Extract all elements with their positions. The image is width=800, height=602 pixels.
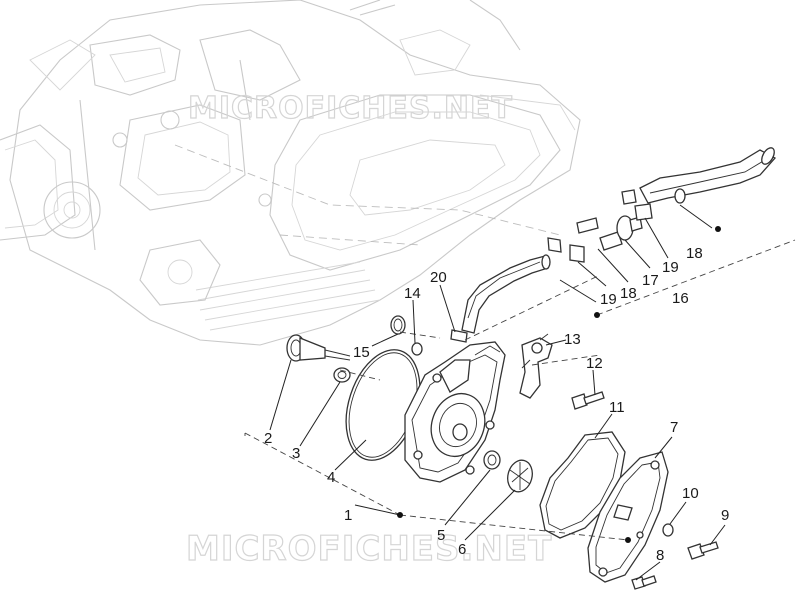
- ref-dot-16-upper: [715, 226, 721, 232]
- part-16-hose-lower: [461, 254, 551, 334]
- label-part-18-upper: 18: [686, 245, 703, 262]
- part-17-fitting: [576, 215, 643, 251]
- part-6-impeller: [507, 459, 533, 493]
- part-8-screw: [631, 575, 657, 590]
- part-5-bushing: [483, 450, 501, 470]
- label-part-3: 3: [292, 445, 300, 462]
- label-part-19-lower: 19: [600, 291, 617, 308]
- part-19-clamp-a: [569, 244, 585, 263]
- label-part-12: 12: [586, 355, 603, 372]
- part-10-washer: [662, 523, 674, 537]
- label-part-6: 6: [458, 541, 466, 558]
- label-part-9: 9: [721, 507, 729, 524]
- leader-lines: [269, 204, 726, 581]
- ref-dot-16-lower: [594, 312, 600, 318]
- part-1-pump-body: [404, 341, 506, 483]
- label-part-7: 7: [670, 419, 678, 436]
- engine-block-illustration: [0, 0, 581, 346]
- watermark-top: MICROFICHES.NET: [188, 91, 513, 126]
- label-part-8: 8: [656, 547, 664, 564]
- watermark-bottom: MICROFICHES.NET: [186, 529, 552, 569]
- label-part-1: 1: [344, 507, 352, 524]
- part-16-hose-upper: [639, 147, 777, 204]
- ref-dot-cover: [625, 537, 631, 543]
- part-14-ring: [411, 342, 423, 356]
- label-part-20: 20: [430, 269, 447, 286]
- part-12-bolt: [571, 391, 605, 410]
- part-2-shaft: [286, 334, 351, 362]
- part-11-gasket: [539, 431, 626, 539]
- label-part-16: 16: [672, 290, 689, 307]
- label-part-13: 13: [564, 331, 581, 348]
- label-part-5: 5: [437, 527, 445, 544]
- part-7-pump-cover: [587, 451, 669, 583]
- label-part-19-upper: 19: [662, 259, 679, 276]
- label-part-17: 17: [642, 272, 659, 289]
- ref-dot-1: [397, 512, 403, 518]
- part-20-clamp: [450, 329, 468, 343]
- label-part-11: 11: [609, 399, 625, 416]
- label-part-10: 10: [682, 485, 699, 502]
- label-part-15: 15: [353, 344, 370, 361]
- part-15-ring: [390, 315, 406, 335]
- part-18-clamp-a: [547, 237, 562, 253]
- part-3-bearing: [333, 367, 351, 383]
- part-13-bracket: [519, 333, 553, 399]
- label-part-14: 14: [404, 285, 421, 302]
- label-part-2: 2: [264, 430, 272, 447]
- part-labels: 1 2 3 4 5 6 7 8 9 10 11 12 13 14 15 16 1…: [264, 245, 729, 564]
- label-part-4: 4: [327, 469, 335, 486]
- part-18-clamp-b: [621, 189, 637, 205]
- label-part-18-lower: 18: [620, 285, 637, 302]
- part-9-bolt: [687, 541, 719, 560]
- part-19-clamp-b: [634, 203, 653, 221]
